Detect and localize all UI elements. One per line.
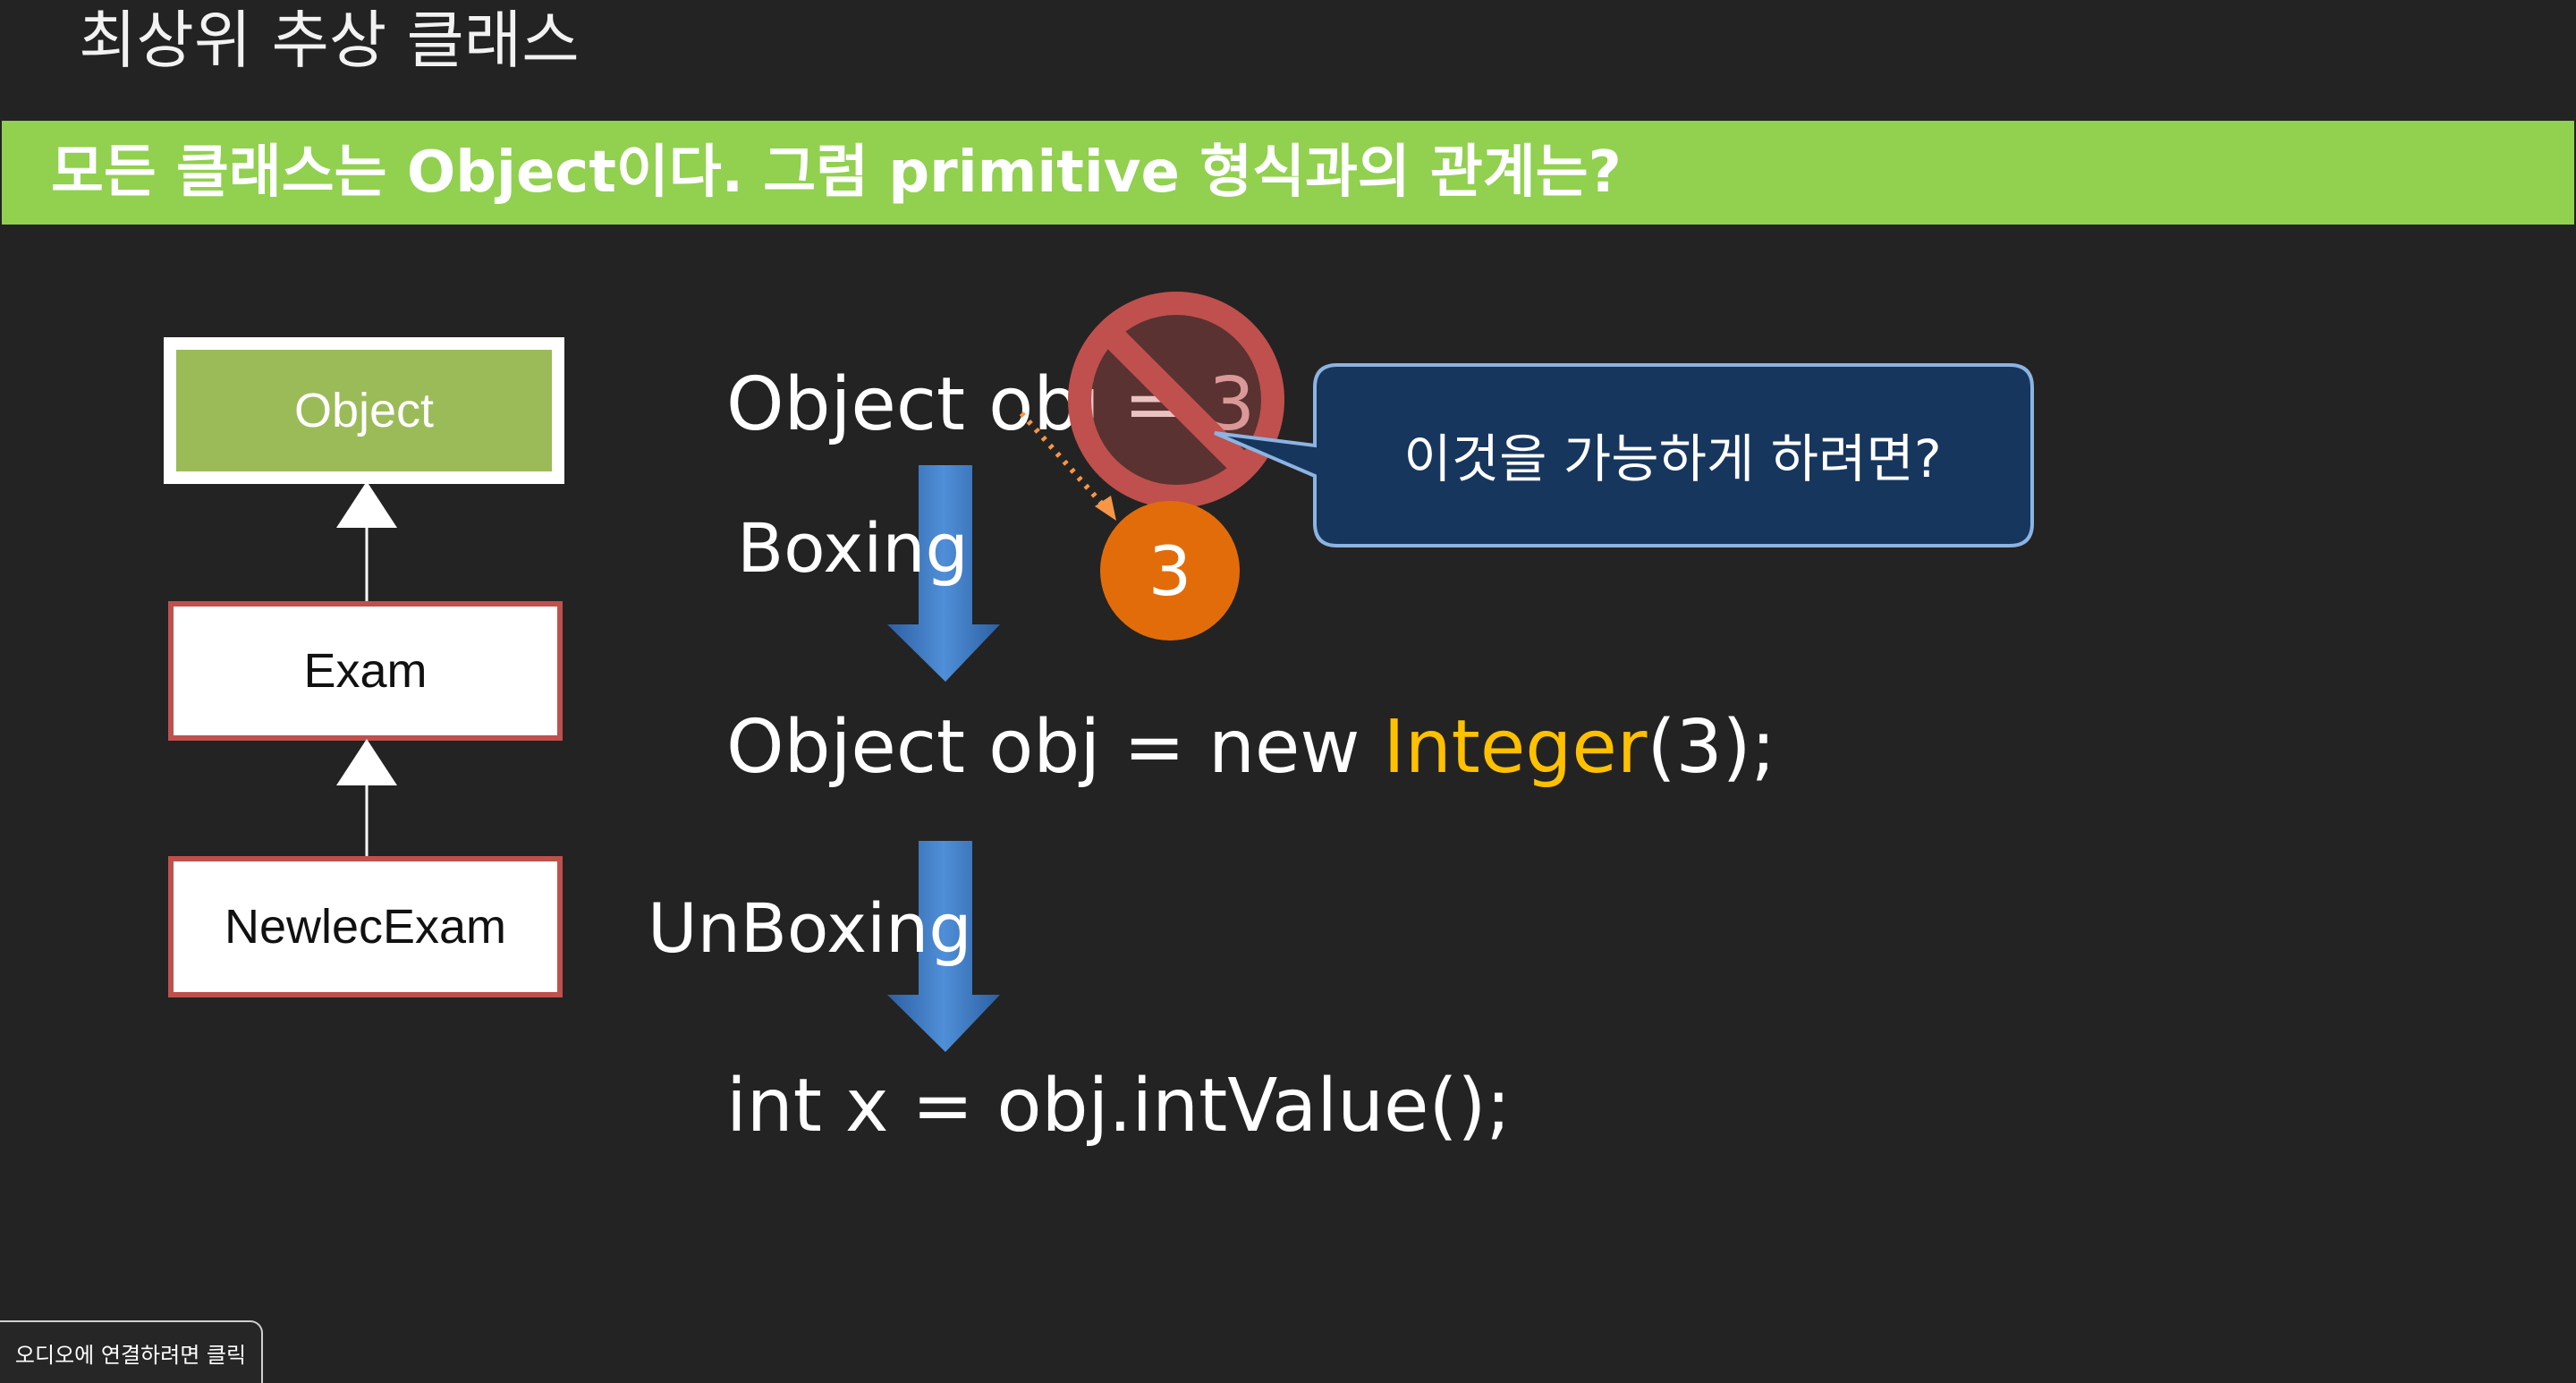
code-line-3: int x = obj.intValue();: [726, 1064, 1512, 1149]
code-line-2-suffix: (3);: [1647, 705, 1776, 790]
class-exam-label: Exam: [303, 644, 428, 698]
inheritance-arrow-exam-to-object: [336, 481, 397, 601]
code-line-2-type: Integer: [1383, 705, 1648, 790]
code-line-1-prefix: Object obj =: [726, 362, 1208, 447]
class-object-label: Object: [293, 384, 435, 437]
slide-title: 최상위 추상 클래스: [79, 4, 580, 77]
audio-connect-label: 오디오에 연결하려면 클릭: [14, 1342, 247, 1368]
subtitle-bar: 모든 클래스는 Object이다. 그럼 primitive 형식과의 관계는?: [2, 121, 2574, 225]
unboxing-arrow: [887, 841, 1000, 1052]
value-circle-label: 3: [1148, 530, 1192, 611]
up-arrow-icon: [336, 481, 397, 528]
class-newlec-label: NewlecExam: [224, 900, 507, 954]
prohibited-icon: [1068, 292, 1284, 508]
code-line-2-prefix: Object obj = new: [726, 705, 1384, 790]
class-object-box: Object: [164, 337, 564, 484]
class-exam-box: Exam: [168, 601, 563, 741]
callout-text: 이것을 가능하게 하려면?: [1403, 428, 1942, 489]
code-line-2: Object obj = new Integer(3);: [726, 711, 1775, 785]
up-arrow-icon: [336, 739, 397, 785]
class-newlec-box: NewlecExam: [168, 856, 563, 997]
callout-bubble: [1214, 363, 2034, 547]
value-circle: 3: [1100, 501, 1240, 641]
inheritance-arrow-newlec-to-exam: [336, 739, 397, 857]
down-arrow-icon: [887, 841, 1000, 1052]
down-arrow-icon: [887, 465, 1000, 682]
unboxing-label: UnBoxing: [648, 888, 972, 968]
boxing-label: Boxing: [737, 508, 969, 588]
audio-connect-button[interactable]: 오디오에 연결하려면 클릭: [0, 1320, 263, 1383]
boxing-arrow: [887, 465, 1000, 682]
code-line-1: Object obj = 3;: [726, 369, 1280, 442]
dotted-pointer-arrow: [1019, 412, 1116, 521]
subtitle-text: 모든 클래스는 Object이다. 그럼 primitive 형식과의 관계는?: [51, 140, 1622, 206]
